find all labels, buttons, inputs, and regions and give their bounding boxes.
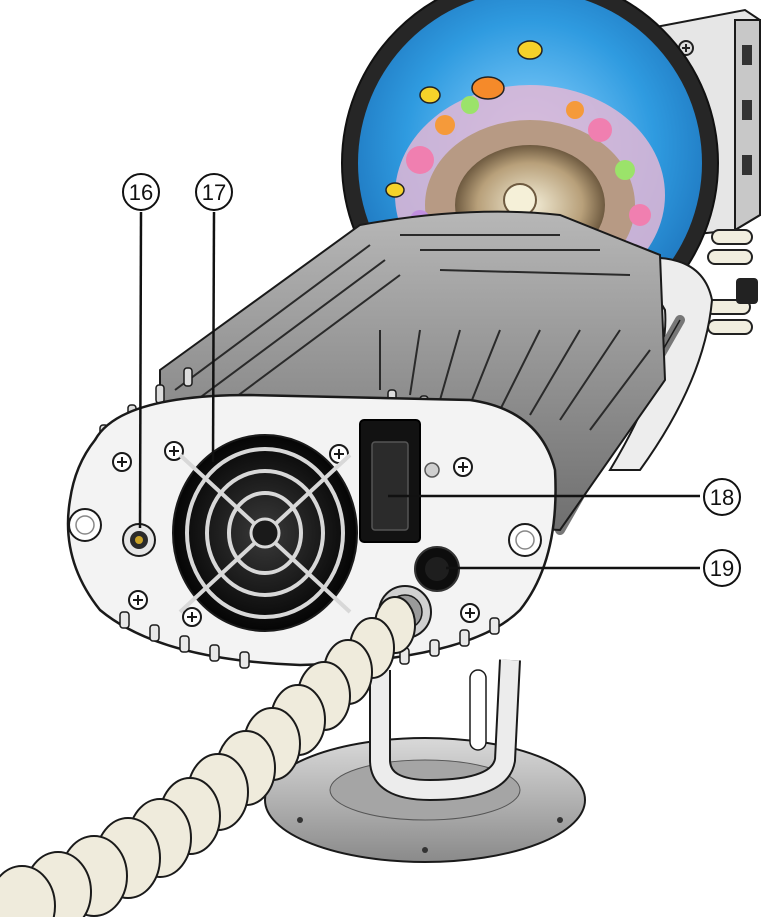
callout-18: 18	[704, 479, 740, 515]
callout-19-label: 19	[710, 556, 734, 581]
callout-17: 17	[196, 174, 232, 210]
power-switch	[360, 420, 420, 542]
callout-18-label: 18	[710, 485, 734, 510]
cooling-fan	[173, 435, 357, 631]
callout-16-label: 16	[129, 180, 153, 205]
callout-19: 19	[704, 550, 740, 586]
callout-17-label: 17	[202, 180, 226, 205]
callout-16: 16	[123, 174, 159, 210]
input-jack	[123, 524, 155, 556]
spring-mount	[706, 230, 758, 334]
